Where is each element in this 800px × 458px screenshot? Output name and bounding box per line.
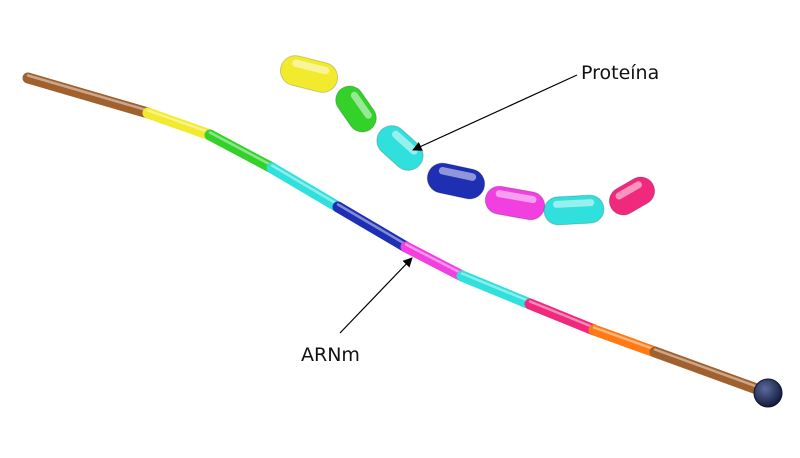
mrna-segment-blue [332, 201, 412, 253]
protein-chain [279, 55, 656, 226]
mrna-segment-highlight [404, 243, 464, 275]
mrna-segment-highlight [208, 131, 274, 167]
mrna-segment-yellow [142, 107, 216, 141]
mrna-segment-highlight [592, 326, 657, 351]
protein-bead-green [335, 85, 377, 133]
mrna-segments [22, 72, 771, 398]
mrna-segment-highlight [336, 203, 408, 246]
protein-pointer-arrow [412, 74, 578, 151]
mrna-segment-cyan [456, 270, 536, 310]
mrna-segment-highlight [270, 164, 340, 206]
protein-bead-cyan [376, 125, 424, 171]
protein-label: Proteína [581, 62, 659, 84]
mrna-segment-highlight [460, 272, 532, 303]
protein-bead-blue [426, 162, 486, 200]
mrna-cap [753, 378, 783, 408]
mrna-label: ARNm [301, 344, 360, 366]
mrna-segment-green [204, 129, 278, 174]
mrna-segment-highlight [146, 109, 212, 134]
mrna-segment-highlight [653, 348, 767, 391]
mrna-segment-orange [588, 324, 661, 358]
mrna-segment-cyan [266, 162, 344, 213]
protein-bead-yellow [279, 55, 339, 93]
mrna-segment-brown [22, 72, 154, 119]
mrna-segment-magenta [400, 241, 468, 282]
mrna-segment-highlight [528, 300, 596, 329]
mrna-segment-highlight [26, 74, 150, 112]
mrna-segment-brown [649, 346, 771, 398]
mrna-pointer-arrow [339, 257, 413, 334]
protein-bead-magenta [484, 185, 546, 221]
protein-bead-cyan [543, 194, 605, 226]
mrna-segment-pink [524, 298, 600, 336]
protein-bead-pink [608, 176, 656, 216]
mrna-strand [22, 72, 783, 408]
